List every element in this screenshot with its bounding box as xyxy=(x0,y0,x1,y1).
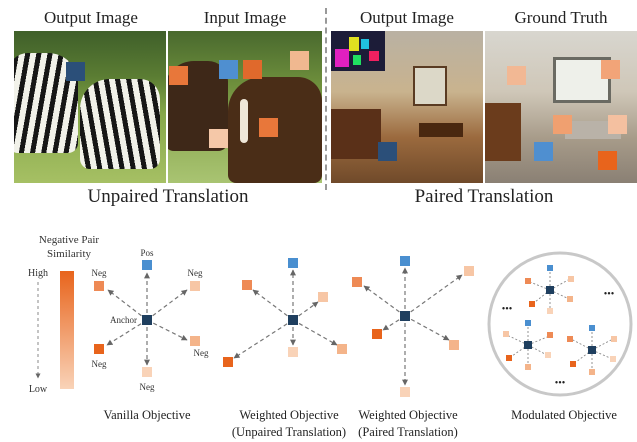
vanilla-anchor-label: Anchor xyxy=(110,315,137,325)
caption-modulated: Modulated Objective xyxy=(511,408,617,422)
title-output-image-2: Output Image xyxy=(360,8,454,27)
room-ground-truth-photo xyxy=(485,31,637,183)
vanilla-neg-label-3: Neg xyxy=(92,359,107,369)
vanilla-neg-3 xyxy=(94,344,104,354)
vanilla-anchor xyxy=(142,315,152,325)
wu-anchor xyxy=(288,315,298,325)
section-divider xyxy=(325,8,327,190)
anchor-patch xyxy=(66,62,85,81)
caption-weighted-unpaired-1: Weighted Objective xyxy=(239,408,339,422)
wu-neg-4 xyxy=(337,344,347,354)
modulated-objective-graph: ••• ••• ••• xyxy=(487,251,633,397)
legend-high: High xyxy=(28,268,48,279)
gt-sofa xyxy=(565,121,621,139)
legend-low: Low xyxy=(29,384,48,395)
wu-neg-5 xyxy=(288,347,298,357)
caption-weighted-paired-1: Weighted Objective xyxy=(358,408,458,422)
modulated-cluster-right xyxy=(567,325,617,375)
vanilla-pos-label: Pos xyxy=(140,248,154,258)
zebra-output-photo xyxy=(14,31,166,183)
vanilla-neg-5 xyxy=(142,367,152,377)
vanilla-neg-2 xyxy=(190,281,200,291)
wp-neg-2 xyxy=(464,266,474,276)
room-cabinet xyxy=(331,109,381,159)
vanilla-neg-1 xyxy=(94,281,104,291)
modulated-cluster-left xyxy=(503,320,553,370)
gt-cabinet xyxy=(485,103,521,161)
seg-block-2 xyxy=(349,37,359,51)
label-unpaired-translation: Unpaired Translation xyxy=(87,186,249,207)
seg-block-3 xyxy=(361,39,369,49)
wp-neg-4 xyxy=(449,340,459,350)
modulated-dots-1: ••• xyxy=(502,304,513,315)
wp-positive xyxy=(400,256,410,266)
title-output-image-1: Output Image xyxy=(44,8,138,27)
room-output-photo xyxy=(331,31,483,183)
patch-neg-2 xyxy=(243,60,262,79)
patch-neg-b xyxy=(601,60,620,79)
wu-positive xyxy=(288,258,298,268)
patch-neg-e xyxy=(598,151,617,170)
vanilla-neg-label-4: Neg xyxy=(194,348,209,358)
vanilla-neg-label-5: Neg xyxy=(140,382,155,392)
wp-neg-5 xyxy=(400,387,410,397)
patch-neg-a xyxy=(507,66,526,85)
caption-vanilla: Vanilla Objective xyxy=(103,408,191,422)
patch-positive-gt xyxy=(534,142,553,161)
seg-block-5 xyxy=(353,55,361,65)
title-ground-truth: Ground Truth xyxy=(514,8,608,27)
modulated-circle xyxy=(487,251,633,397)
wu-neg-2 xyxy=(318,292,328,302)
weighted-unpaired-graph xyxy=(223,258,347,367)
wp-anchor xyxy=(400,311,410,321)
wp-neg-3 xyxy=(372,329,382,339)
title-input-image: Input Image xyxy=(203,8,287,27)
patch-neg-d xyxy=(608,115,627,134)
horse-blaze xyxy=(240,99,248,143)
modulated-dots-3: ••• xyxy=(555,378,566,389)
patch-neg-c xyxy=(553,115,572,134)
vanilla-neg-label-1: Neg xyxy=(92,268,107,278)
legend-title-2: Similarity xyxy=(47,248,92,260)
anchor-patch-room xyxy=(378,142,397,161)
wu-neg-1 xyxy=(242,280,252,290)
vanilla-objective-graph: Pos Neg Neg Neg Neg Neg Anchor xyxy=(92,248,209,392)
room-table xyxy=(419,123,463,137)
zebra-right xyxy=(80,79,160,169)
seg-block-4 xyxy=(369,51,379,61)
caption-weighted-unpaired-2: (Unpaired Translation) xyxy=(231,425,347,439)
modulated-dots-2: ••• xyxy=(604,289,615,300)
vanilla-neg-4 xyxy=(190,336,200,346)
weighted-paired-graph xyxy=(352,256,474,397)
label-paired-translation: Paired Translation xyxy=(414,186,554,207)
patch-neg-3 xyxy=(290,51,309,70)
segmentation-inset xyxy=(331,31,385,71)
wu-neg-3 xyxy=(223,357,233,367)
caption-weighted-paired-2: (Paired Translation) xyxy=(358,425,458,439)
patch-neg-5 xyxy=(259,118,278,137)
wp-neg-1 xyxy=(352,277,362,287)
similarity-colorbar xyxy=(60,271,74,389)
patch-neg-1 xyxy=(169,66,188,85)
vanilla-neg-label-2: Neg xyxy=(188,268,203,278)
patch-neg-4 xyxy=(209,129,228,148)
room-window xyxy=(413,66,447,106)
patch-positive xyxy=(219,60,238,79)
vanilla-positive xyxy=(142,260,152,270)
seg-block-1 xyxy=(335,49,349,67)
horse-input-photo xyxy=(168,31,322,183)
legend-title-1: Negative Pair xyxy=(39,234,100,246)
modulated-cluster-top xyxy=(525,265,574,314)
